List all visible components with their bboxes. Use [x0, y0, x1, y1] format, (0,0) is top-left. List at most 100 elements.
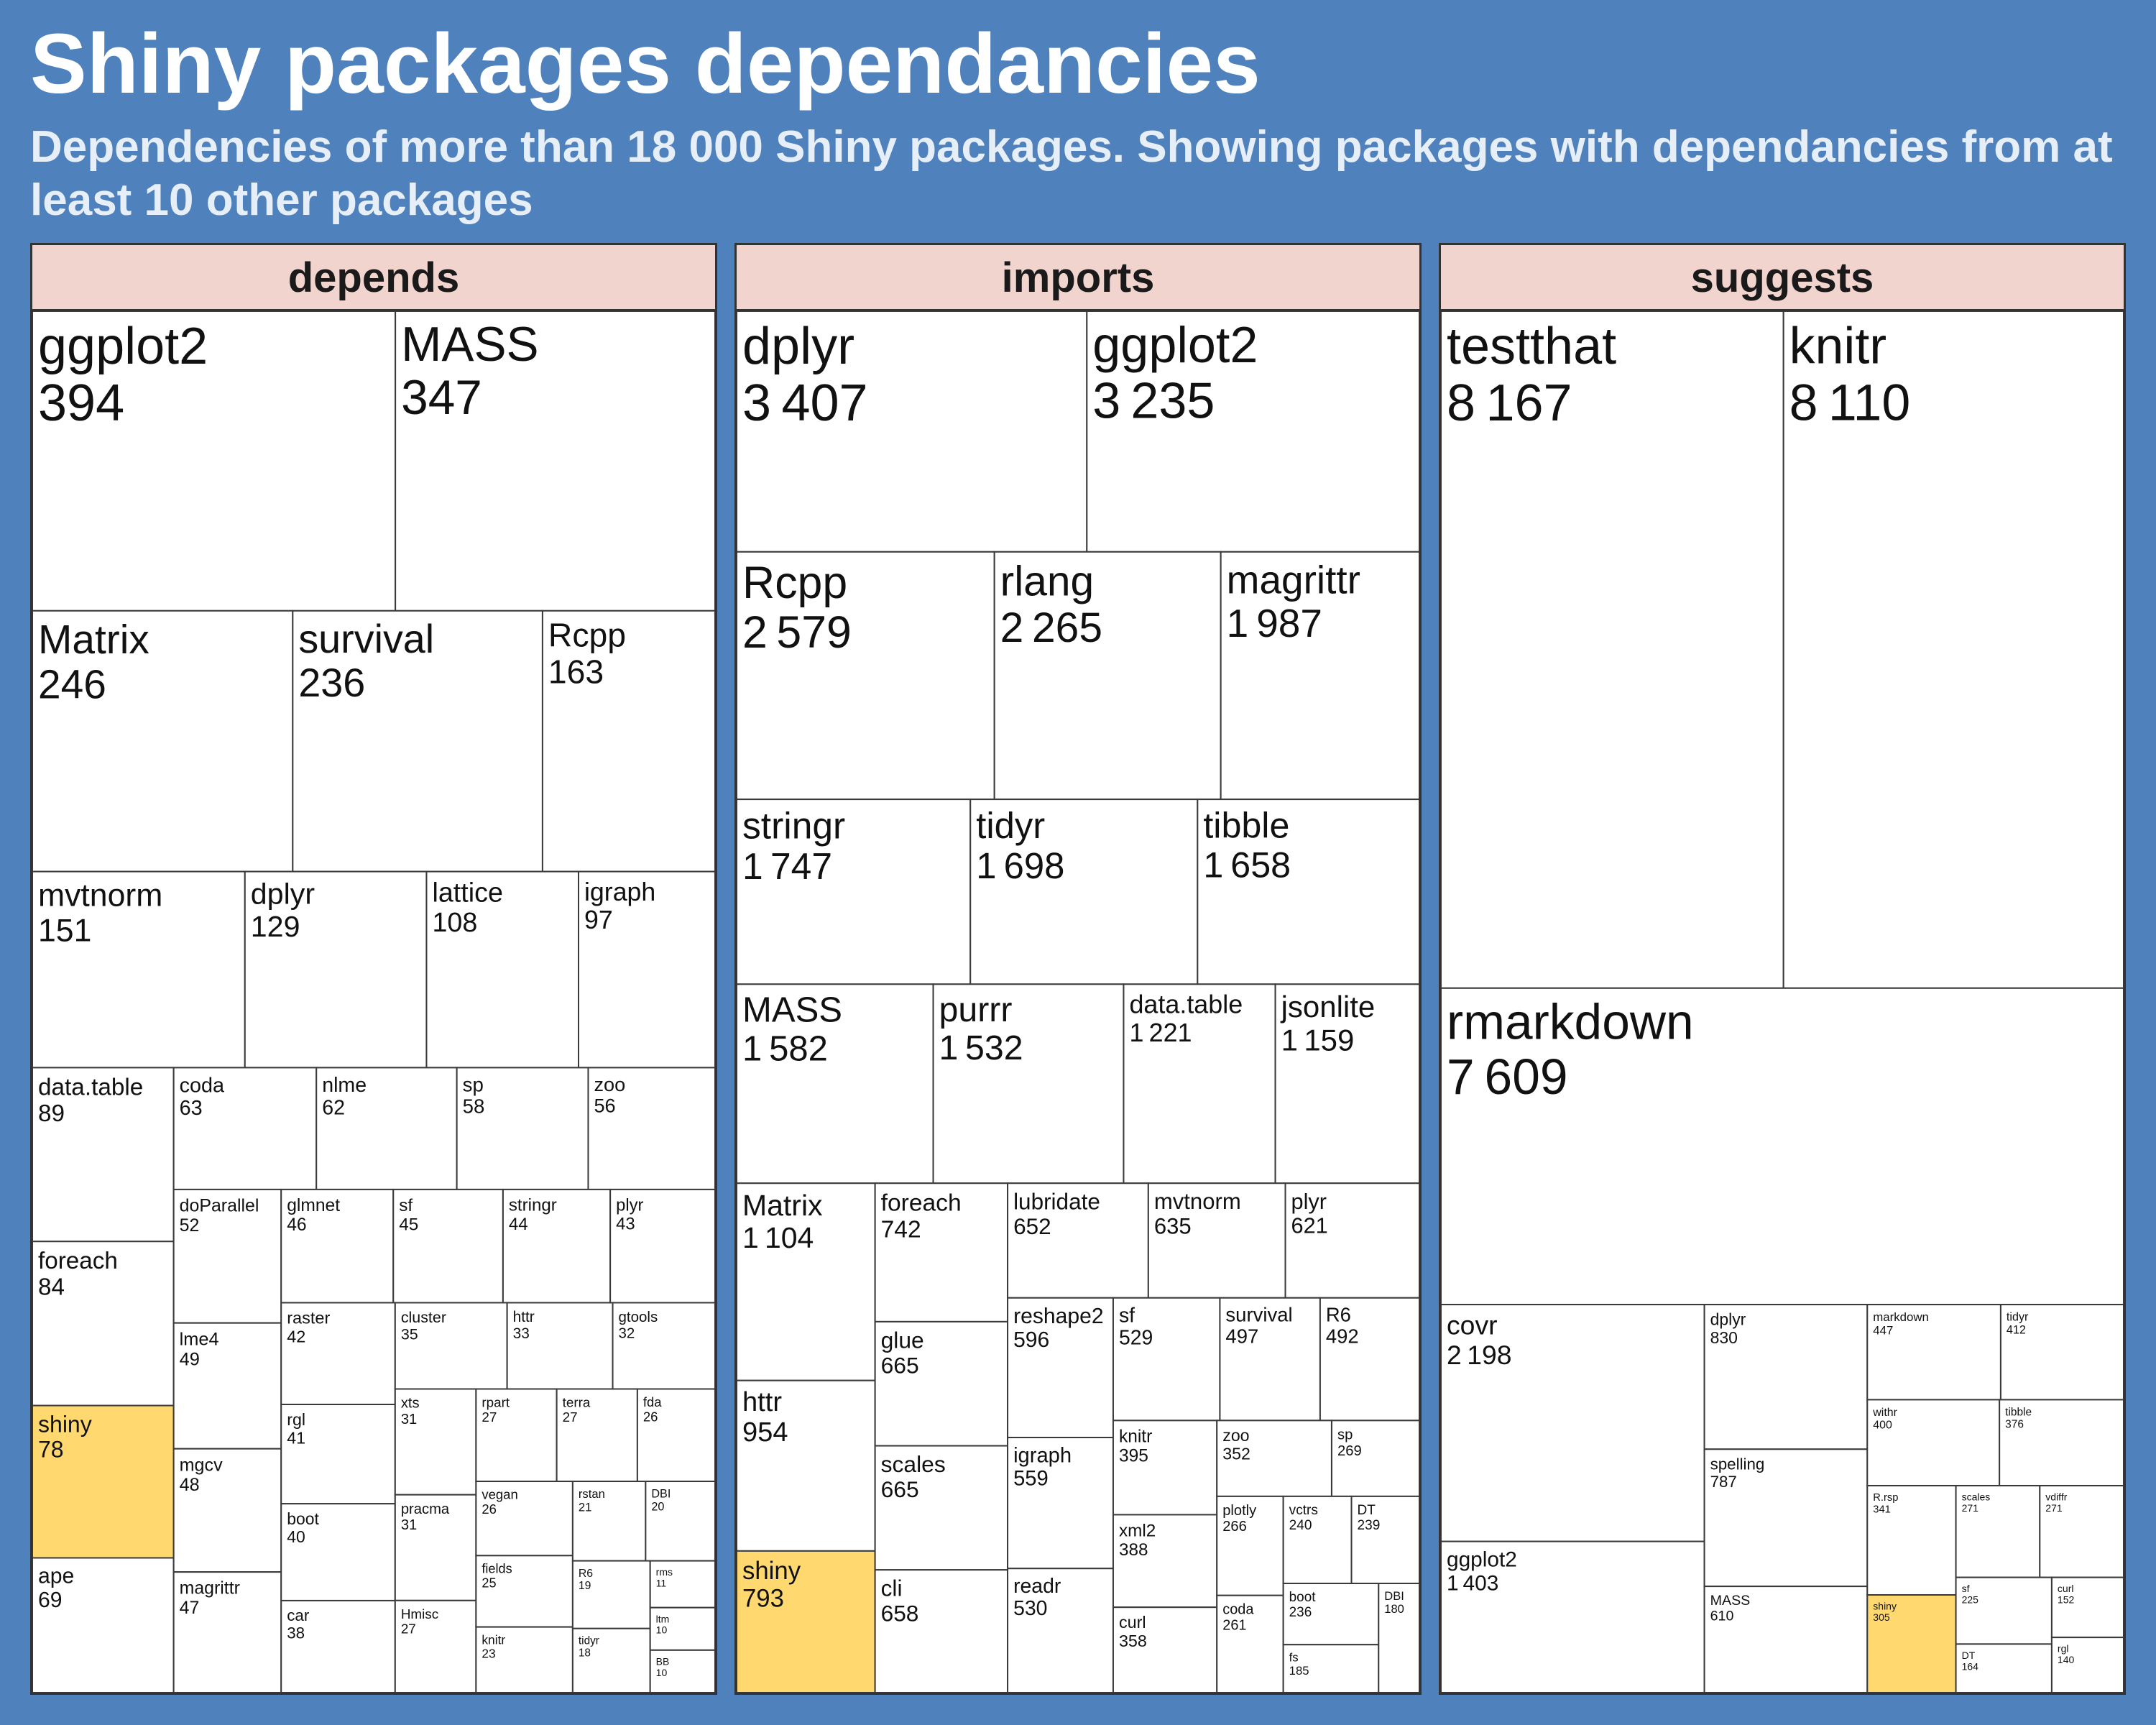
tile-value: 97 — [584, 906, 613, 934]
tile-label: cluster — [401, 1309, 446, 1326]
tile-rect — [737, 1379, 876, 1552]
tile-label: nlme — [322, 1074, 367, 1097]
chart-title: Shiny packages dependancies — [30, 17, 1261, 111]
tile-label: Matrix — [742, 1189, 823, 1222]
tile-rect — [456, 1067, 589, 1190]
tile-label: shiny — [38, 1411, 92, 1437]
tile-label: zoo — [594, 1073, 625, 1095]
tile-value: 63 — [180, 1097, 203, 1120]
tile-value: 43 — [616, 1214, 635, 1233]
tile-rect — [1282, 1644, 1380, 1693]
tile-label: foreach — [38, 1248, 118, 1274]
tile-label: data.table — [1129, 990, 1243, 1019]
tile-label: jsonlite — [1280, 990, 1376, 1024]
tile-label: xml2 — [1119, 1521, 1156, 1540]
tile-rect — [475, 1388, 558, 1483]
tile-value: 225 — [1962, 1594, 1979, 1606]
tile-value: 2 265 — [1000, 604, 1102, 651]
tile-value: 19 — [579, 1580, 591, 1592]
tile-label: httr — [513, 1309, 535, 1325]
tile-value: 529 — [1119, 1326, 1153, 1349]
tile-label: plyr — [1291, 1189, 1327, 1214]
tile-rect — [1123, 983, 1276, 1184]
tile-value: 261 — [1222, 1618, 1246, 1634]
tile-label: data.table — [38, 1074, 143, 1100]
tile-label: glue — [881, 1328, 924, 1353]
tile-value: 635 — [1154, 1213, 1192, 1238]
tile-value: 793 — [742, 1585, 784, 1612]
tile-value: 180 — [1384, 1602, 1404, 1616]
tile-label: sf — [1119, 1304, 1135, 1327]
tile-rect — [578, 870, 715, 1069]
tile-label: shiny — [742, 1558, 801, 1585]
tile-rect — [1112, 1420, 1218, 1516]
tile-label: fields — [482, 1562, 512, 1576]
tile-label: plotly — [1222, 1503, 1257, 1519]
tile-value: 23 — [482, 1646, 495, 1660]
tile-label: sf — [1962, 1583, 1970, 1594]
tile-rect — [1441, 1304, 1705, 1542]
tile-value: 62 — [322, 1097, 345, 1120]
tile-label: R.rsp — [1873, 1492, 1898, 1504]
tile-label: DT — [1962, 1650, 1976, 1661]
tile-value: 108 — [432, 907, 477, 937]
tile-rect — [1782, 311, 2124, 989]
tile-value: 49 — [180, 1349, 200, 1369]
tile-label: dplyr — [1710, 1310, 1746, 1329]
tile-label: tidyr — [2007, 1311, 2029, 1324]
tile-rect — [475, 1626, 573, 1693]
tile-rect — [874, 1569, 1009, 1693]
tile-value: 530 — [1013, 1597, 1047, 1620]
tile-value: 78 — [38, 1437, 64, 1463]
tile-value: 151 — [38, 914, 91, 949]
tile-label: coda — [180, 1074, 224, 1097]
tile-value: 352 — [1222, 1445, 1250, 1463]
tile-rect — [172, 1188, 282, 1324]
tile-rect — [280, 1503, 396, 1601]
tile-value: 21 — [579, 1500, 591, 1514]
tile-label: ggplot2 — [1092, 316, 1258, 373]
tile-rect — [2050, 1576, 2124, 1639]
tile-value: 56 — [594, 1095, 615, 1117]
treemap-svg-depends: ggplot2394MASS347Matrix246survival236Rcp… — [32, 311, 715, 1693]
tile-value: 658 — [881, 1600, 919, 1626]
tile-label: rpart — [482, 1394, 510, 1409]
tile-value: 1 104 — [742, 1221, 814, 1254]
tile-value: 10 — [656, 1624, 668, 1636]
facet-label-depends: depends — [32, 245, 715, 311]
tile-value: 665 — [881, 1353, 919, 1379]
tile-label: vegan — [482, 1487, 517, 1502]
tile-label: zoo — [1222, 1426, 1249, 1445]
tile-label: markdown — [1873, 1310, 1929, 1324]
tile-rect — [645, 1481, 715, 1562]
